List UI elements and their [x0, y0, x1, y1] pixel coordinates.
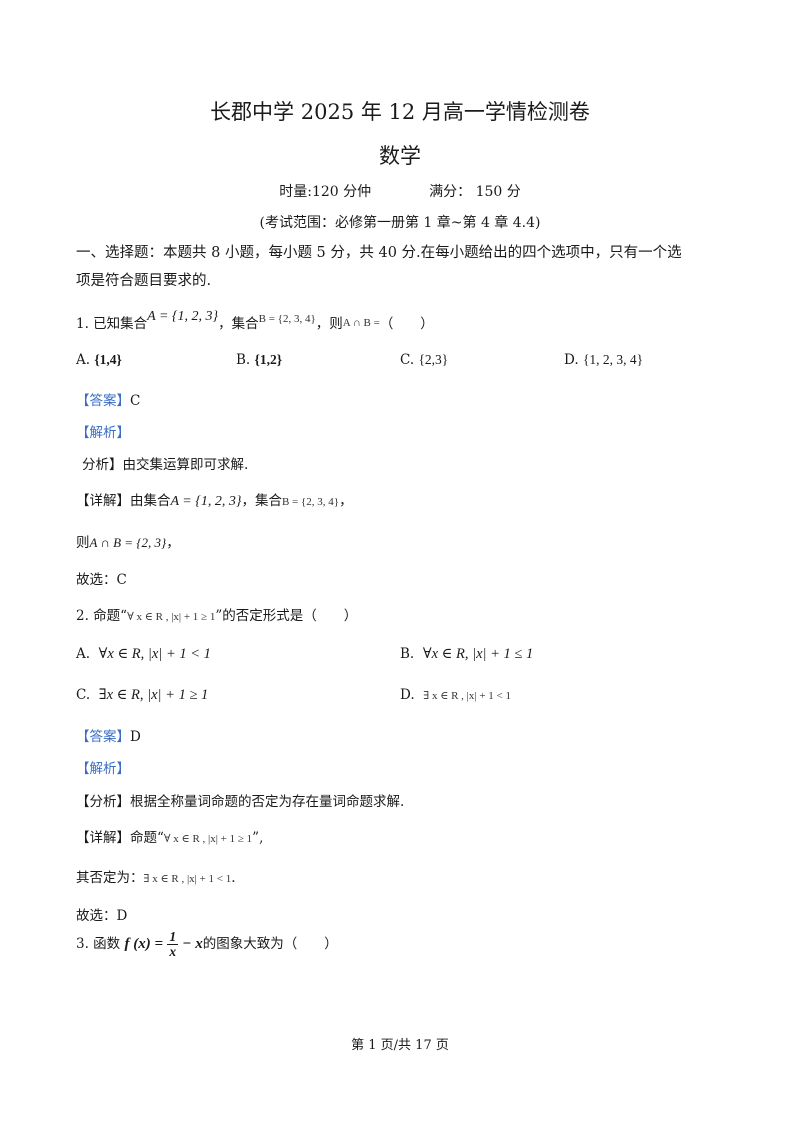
q3-func-left: f (x) = [124, 936, 164, 952]
exam-score: 满分： 150 分 [429, 184, 521, 200]
exam-meta: 时量:120 分仲 满分： 150 分 [0, 181, 800, 201]
q1-set-a: A = {1, 2, 3} [147, 309, 219, 324]
q1-expr: A ∩ B = [342, 317, 380, 329]
exam-subject: 数学 [379, 144, 421, 168]
q2-option-d[interactable]: D. ∃ x ∈ R , |x| + 1 < 1 [400, 687, 511, 703]
q2-answer: 【答案】D [76, 729, 141, 745]
q2-option-a[interactable]: A. ∀x ∈ R, |x| + 1 < 1 [76, 646, 211, 662]
q2-negation: 其否定为：∃ x ∈ R , |x| + 1 < 1. [76, 870, 236, 886]
q1-set-b: B = {2, 3, 4} [258, 313, 316, 325]
q1-option-a[interactable]: A. {1,4} [76, 352, 122, 368]
q2-option-c[interactable]: C. ∃x ∈ R, |x| + 1 ≥ 1 [76, 687, 209, 703]
q1-then-line: 则A ∩ B = {2, 3}， [76, 535, 180, 551]
q1-analysis-tag: 【解析】 [76, 425, 130, 441]
exam-time: 时量:120 分仲 [279, 184, 372, 200]
q2-proposition: ∀ x ∈ R , |x| + 1 ≥ 1 [127, 611, 216, 623]
section-instructions-line2: 项是符合题目要求的. [76, 273, 212, 289]
q2-choose: 故选：D [76, 908, 128, 924]
q1-option-b[interactable]: B. {1,2} [236, 352, 283, 368]
q1-answer: 【答案】C [76, 393, 141, 409]
q1-choose: 故选：C [76, 572, 127, 588]
q1-stem: 1. 已知集合A = {1, 2, 3}，集合B = {2, 3, 4}，则A … [76, 309, 434, 332]
q3-func-right: − x [182, 936, 203, 952]
page-footer: 第 1 页/共 17 页 [351, 1038, 449, 1053]
q2-analysis: 【分析】根据全称量词命题的否定为存在量词命题求解. [76, 794, 405, 810]
section-instructions-line1: 一、选择题：本题共 8 小题，每小题 5 分，共 40 分.在每小题给出的四个选… [76, 245, 682, 261]
q1-option-c[interactable]: C. {2,3} [400, 352, 449, 368]
q2-analysis-tag: 【解析】 [76, 761, 130, 777]
q2-option-b[interactable]: B. ∀x ∈ R, |x| + 1 ≤ 1 [400, 646, 534, 662]
q1-analysis: 分析】由交集运算即可求解. [82, 457, 249, 473]
q2-detail: 【详解】命题“∀ x ∈ R , |x| + 1 ≥ 1”, [76, 830, 264, 846]
q2-stem: 2. 命题“∀ x ∈ R , |x| + 1 ≥ 1”的否定形式是（ ） [76, 608, 358, 624]
exam-title: 长郡中学 2025 年 12 月高一学情检测卷 [210, 100, 590, 124]
exam-range: (考试范围：必修第一册第 1 章~第 4 章 4.4) [259, 215, 541, 231]
q1-option-d[interactable]: D. {1, 2, 3, 4} [564, 352, 644, 368]
q1-detail: 【详解】由集合A = {1, 2, 3}，集合B = {2, 3, 4}， [76, 493, 353, 509]
